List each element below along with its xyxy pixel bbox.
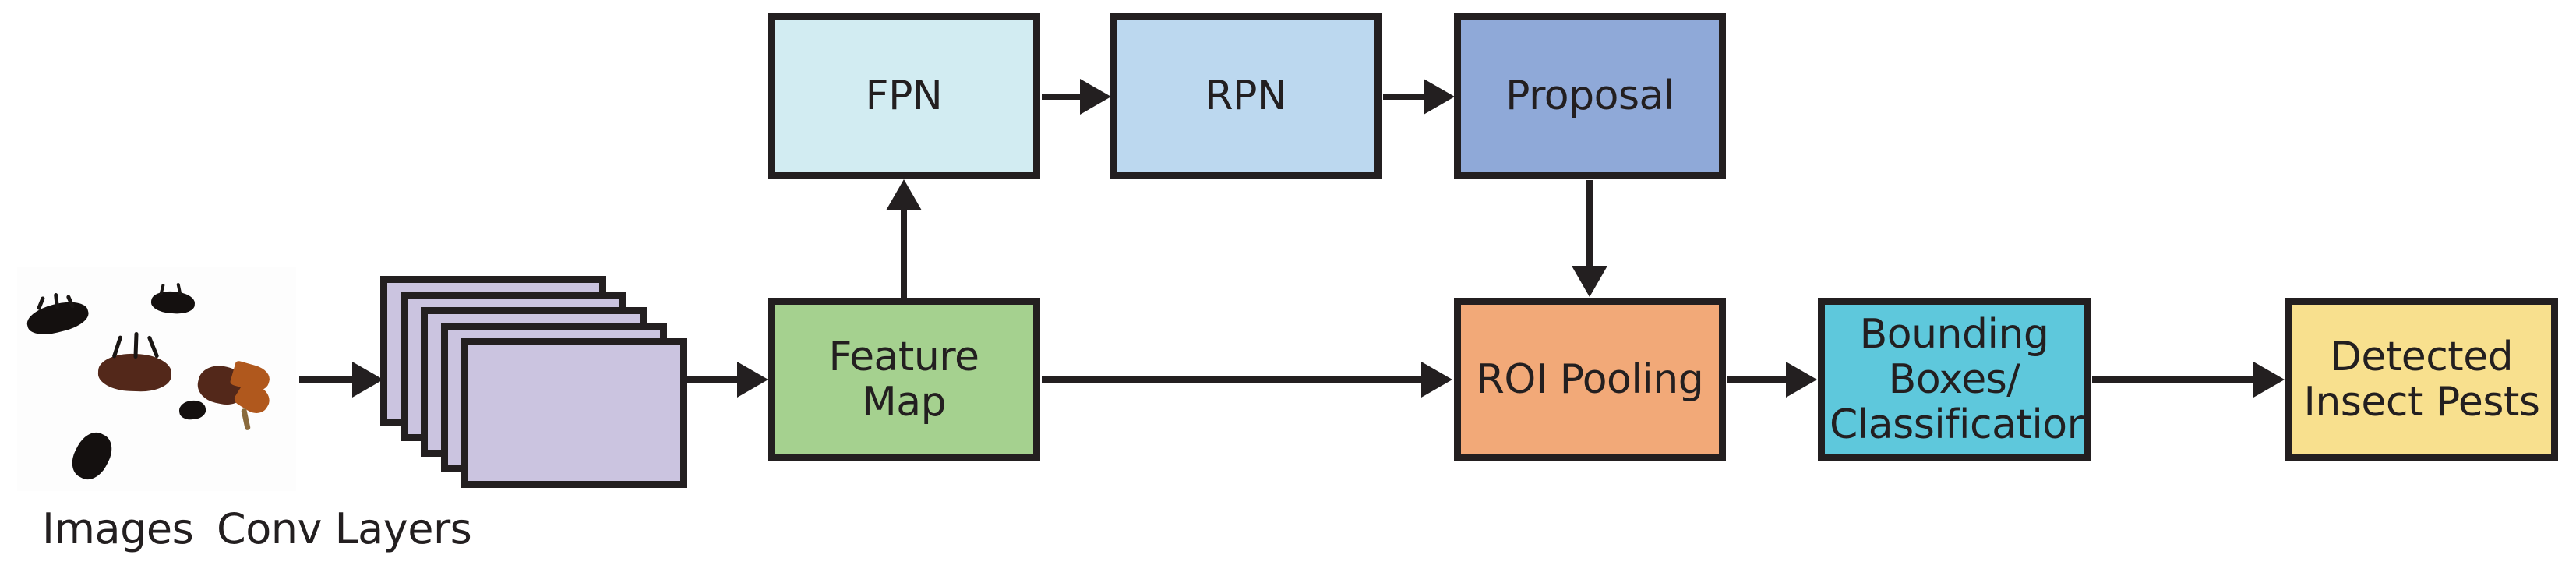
node-fpn-label: FPN <box>865 72 943 120</box>
node-detected-insect-pests-label-line1: Detected <box>2330 333 2514 380</box>
edge-roi-to-bounding-arrowhead <box>1786 362 1817 398</box>
node-rpn[interactable]: RPN <box>1110 13 1382 179</box>
edge-conv-to-feature-map-line <box>687 376 740 383</box>
node-bounding-classification-label-line1: Bounding Boxes/ <box>1859 310 2049 403</box>
edge-images-to-conv-arrowhead <box>352 362 383 398</box>
node-rpn-label: RPN <box>1205 72 1287 120</box>
node-bounding-classification-label-line2: Classification <box>1830 401 2093 449</box>
node-detected-insect-pests-label-line2: Insect Pests <box>2303 379 2540 426</box>
node-roi-pooling-label: ROI Pooling <box>1476 355 1704 403</box>
insect-specimen <box>150 290 196 315</box>
edge-bounding-to-detected-line <box>2092 376 2254 383</box>
node-proposal[interactable]: Proposal <box>1454 13 1726 179</box>
conv-layer-sheet-5 <box>461 338 687 488</box>
node-feature-map-label: Feature Map <box>779 333 1029 426</box>
edge-conv-to-feature-map-arrowhead <box>737 362 768 398</box>
edge-feature-map-to-roi-arrowhead <box>1421 362 1452 398</box>
insect-specimen <box>178 399 207 421</box>
insect-specimen <box>65 426 118 486</box>
edge-feature-map-to-fpn-arrowhead <box>886 179 922 210</box>
input-images-photo <box>17 267 296 491</box>
node-proposal-label: Proposal <box>1505 72 1674 120</box>
edge-fpn-to-rpn-arrowhead <box>1080 79 1111 115</box>
edge-feature-map-to-fpn-line <box>901 209 907 299</box>
node-detected-insect-pests[interactable]: Detected Insect Pests <box>2285 298 2558 461</box>
node-bounding-classification[interactable]: Bounding Boxes/ Classification <box>1818 298 2093 461</box>
conv-layers-caption: Conv Layers <box>217 504 472 553</box>
node-feature-map[interactable]: Feature Map <box>768 298 1040 461</box>
node-feature-map-label-line1: Feature <box>828 333 980 380</box>
edge-feature-map-to-roi-line <box>1042 376 1424 383</box>
node-fpn[interactable]: FPN <box>768 13 1040 179</box>
images-caption: Images <box>42 504 194 553</box>
edge-rpn-to-proposal-line <box>1383 94 1425 100</box>
edge-fpn-to-rpn-line <box>1042 94 1084 100</box>
insect-leg <box>53 292 60 309</box>
node-bounding-classification-label: Bounding Boxes/ Classification <box>1830 310 2093 449</box>
edge-rpn-to-proposal-arrowhead <box>1424 79 1455 115</box>
node-feature-map-label-line2: Map <box>861 379 947 426</box>
edge-proposal-to-roi-arrowhead <box>1572 266 1607 297</box>
node-detected-insect-pests-label: Detected Insect Pests <box>2297 333 2546 426</box>
edge-proposal-to-roi-line <box>1586 180 1593 268</box>
edge-roi-to-bounding-line <box>1727 376 1787 383</box>
insect-specimen <box>97 352 172 393</box>
edge-images-to-conv-line <box>299 376 354 383</box>
node-roi-pooling[interactable]: ROI Pooling <box>1454 298 1726 461</box>
edge-bounding-to-detected-arrowhead <box>2253 362 2285 398</box>
